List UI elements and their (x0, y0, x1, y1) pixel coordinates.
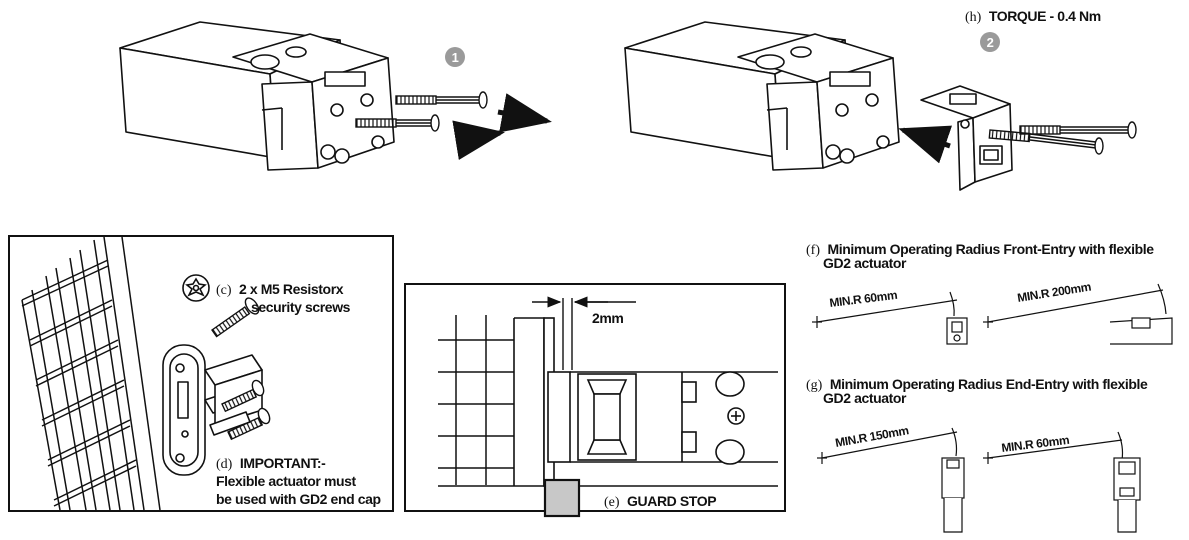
step2-badge: 2 (980, 32, 1000, 52)
front-entry-heading: (f) Minimum Operating Radius Front-Entry… (806, 241, 1154, 258)
screws-step1 (355, 91, 488, 132)
end-entry-line1: Minimum Operating Radius End-Entry with … (830, 376, 1148, 392)
switch-step2-illustration (624, 21, 900, 171)
guard-mesh (21, 236, 161, 511)
step2-number: 2 (987, 35, 994, 50)
screws-callout: (c) 2 x M5 Resistorx (216, 281, 344, 298)
important-line2: Flexible actuator must (216, 473, 357, 489)
torque-letter: (h) (965, 10, 982, 25)
end-entry-radius1: MIN.R 150mm (834, 423, 910, 450)
step1-badge: 1 (445, 47, 465, 67)
guard-grid (438, 315, 514, 485)
end-entry-radius-150 (817, 427, 965, 533)
front-entry-radius-200 (983, 283, 1173, 345)
end-entry-line2: GD2 actuator (823, 390, 907, 406)
end-entry-heading: (g) Minimum Operating Radius End-Entry w… (806, 376, 1148, 393)
front-entry-line2: GD2 actuator (823, 255, 907, 271)
actuator-screws (221, 379, 271, 441)
torque-value: TORQUE - 0.4 Nm (989, 8, 1101, 24)
arrow-step2 (898, 125, 953, 164)
front-entry-letter: (f) (806, 243, 820, 258)
guard-stop-block (543, 478, 581, 518)
guard-stop-text: GUARD STOP (627, 493, 716, 509)
front-entry-radius1: MIN.R 60mm (829, 288, 898, 310)
important-line1: IMPORTANT:- (240, 455, 326, 471)
end-entry-letter: (g) (806, 378, 823, 393)
screws-line2: security screws (251, 299, 351, 315)
important-letter: (d) (216, 457, 233, 472)
flexible-actuator (162, 344, 263, 476)
screws-letter: (c) (216, 283, 232, 298)
screws-line1: 2 x M5 Resistorx (239, 281, 344, 297)
security-screw (211, 297, 260, 338)
switch-step1-illustration (119, 21, 395, 171)
front-entry-line1: Minimum Operating Radius Front-Entry wit… (828, 241, 1155, 257)
end-entry-radius-60 (983, 431, 1141, 533)
step1-number: 1 (452, 50, 459, 65)
gap-label: 2mm (592, 310, 623, 326)
important-line3: be used with GD2 end cap (216, 491, 381, 507)
torx-icon (182, 274, 210, 302)
switch-head-section (570, 371, 778, 465)
front-entry-radius-60 (812, 291, 968, 345)
screws-step2 (988, 121, 1137, 155)
arrow-step1-lower (452, 120, 505, 160)
guard-stop-label: (e) GUARD STOP (604, 493, 716, 510)
end-cap-illustration (920, 85, 1013, 191)
torque-label: (h) TORQUE - 0.4 Nm (965, 8, 1101, 25)
guard-stop-letter: (e) (604, 495, 620, 510)
important-callout: (d) IMPORTANT:- (216, 455, 326, 472)
arrow-step1-upper (497, 93, 552, 133)
front-entry-radius2: MIN.R 200mm (1016, 280, 1092, 305)
gap-dimension (532, 296, 636, 370)
